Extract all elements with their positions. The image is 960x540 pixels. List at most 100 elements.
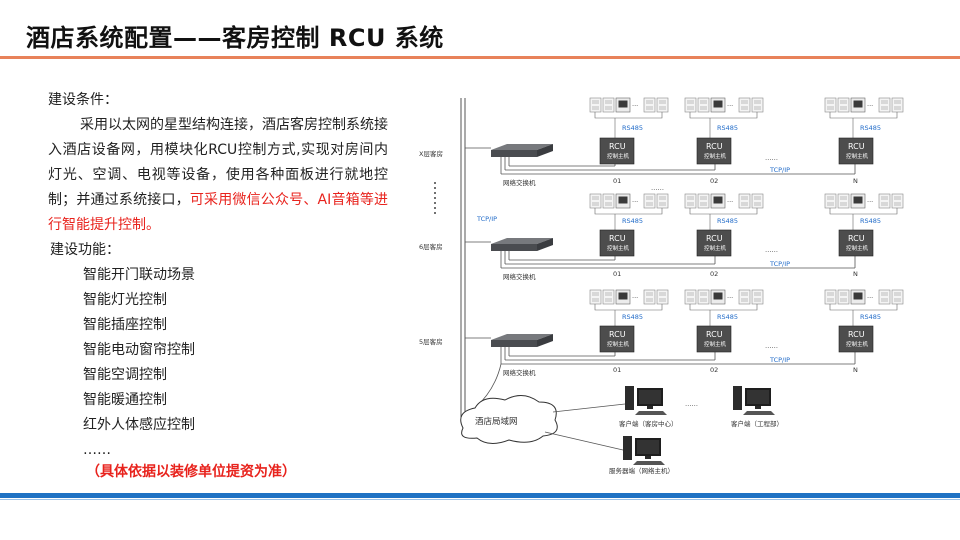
rs485-label: RS485 xyxy=(622,217,643,225)
network-switch-icon xyxy=(491,238,553,251)
node-label: 01 xyxy=(613,177,621,185)
client-pc-icon xyxy=(625,386,667,415)
dots-label: …… xyxy=(765,342,778,350)
function-item: 智能插座控制 xyxy=(83,317,167,333)
conditions-text: 采用以太网的星型结构连接，酒店客房控制系统接入酒店设备网，用模块化RCU控制方式… xyxy=(48,117,388,208)
rcu-title: RCU xyxy=(848,142,865,151)
node-label: N xyxy=(853,366,858,374)
rcu-title: RCU xyxy=(848,234,865,243)
switch-label: 网络交换机 xyxy=(503,178,536,187)
svg-text:···: ··· xyxy=(867,102,873,110)
client2-label: 客户端（工程部） xyxy=(731,419,783,428)
network-switch-icon xyxy=(491,144,553,157)
rs485-label: RS485 xyxy=(717,124,738,132)
rcu-sub: 控制主机 xyxy=(704,340,727,348)
functions-ellipsis: …… xyxy=(83,442,111,458)
client-pc-icon xyxy=(733,386,775,415)
rcu-sub: 控制主机 xyxy=(607,244,630,252)
rs485-label: RS485 xyxy=(622,313,643,321)
function-item: 红外人体感应控制 xyxy=(83,417,195,433)
node-label: N xyxy=(853,177,858,185)
switch-label: 网络交换机 xyxy=(503,368,536,377)
rcu-box xyxy=(696,229,732,257)
rcu-sub: 控制主机 xyxy=(704,244,727,252)
floor-label: 6层客房 xyxy=(419,242,443,251)
rcu-box xyxy=(696,137,732,165)
backbone-lines xyxy=(460,98,506,421)
rcu-title: RCU xyxy=(848,330,865,339)
function-item: 智能灯光控制 xyxy=(83,292,167,308)
server-label: 服务器端（网络主机） xyxy=(609,466,674,475)
backbone-dots xyxy=(434,182,436,214)
rs485-label: RS485 xyxy=(622,124,643,132)
node-label: 01 xyxy=(613,270,621,278)
rs485-label: RS485 xyxy=(717,217,738,225)
svg-text:···: ··· xyxy=(727,102,733,110)
switch-label: 网络交换机 xyxy=(503,272,536,281)
rcu-sub: 控制主机 xyxy=(607,152,630,160)
svg-text:···: ··· xyxy=(867,294,873,302)
conditions-highlight: 可采用微信公众号、AI音箱等进行智能提升控制。 xyxy=(48,192,389,233)
floor-label: 5层客房 xyxy=(419,337,443,346)
rcu-title: RCU xyxy=(609,142,626,151)
tcpip-label: TCP/IP xyxy=(769,260,790,268)
svg-text:···: ··· xyxy=(632,294,638,302)
rcu-title: RCU xyxy=(706,330,723,339)
floor-label: X层客房 xyxy=(419,149,443,158)
rcu-sub: 控制主机 xyxy=(704,152,727,160)
dots-label: …… xyxy=(765,154,778,162)
tcpip-label: TCP/IP xyxy=(476,215,497,223)
rs485-label: RS485 xyxy=(717,313,738,321)
conditions-heading: 建设条件： xyxy=(48,92,118,108)
page-title: 酒店系统配置——客房控制 RCU 系统 xyxy=(26,24,444,52)
function-item: 智能电动窗帘控制 xyxy=(83,342,195,358)
client1-label: 客户端（客房中心） xyxy=(619,419,678,428)
node-label: N xyxy=(853,270,858,278)
svg-text:···: ··· xyxy=(632,198,638,206)
rcu-box xyxy=(599,137,635,165)
title-divider xyxy=(0,56,960,59)
function-item: 智能空调控制 xyxy=(83,367,167,383)
rcu-sub: 控制主机 xyxy=(846,340,869,348)
lan-label: 酒店局域网 xyxy=(475,416,518,427)
dots-label: …… xyxy=(651,184,664,192)
rcu-title: RCU xyxy=(706,142,723,151)
lan-group: 酒店局域网 客户端（客房中心） …… 客户端（工程部） 服务器端（网络主机） xyxy=(460,386,783,475)
rcu-box xyxy=(838,229,874,257)
floor-x-group: X层客房 网络交换机 TCP/IP ··· RS485 RCU 控制主机 01 … xyxy=(419,97,904,192)
svg-text:···: ··· xyxy=(632,102,638,110)
left-text-panel: 建设条件： 采用以太网的星型结构连接，酒店客房控制系统接入酒店设备网，用模块化R… xyxy=(48,88,388,485)
svg-text:···: ··· xyxy=(727,294,733,302)
rcu-sub: 控制主机 xyxy=(846,152,869,160)
floor-6-group: 6层客房 网络交换机 TCP/IP ··· RS485 RCU 控制主机 01 … xyxy=(419,193,904,281)
functions-heading: 建设功能： xyxy=(50,242,120,258)
functions-list: 智能开门联动场景 智能灯光控制 智能插座控制 智能电动窗帘控制 智能空调控制 智… xyxy=(48,263,388,438)
rs485-label: RS485 xyxy=(860,313,881,321)
node-label: 02 xyxy=(710,366,718,374)
rcu-title: RCU xyxy=(706,234,723,243)
dots-label: …… xyxy=(685,400,698,408)
node-label: 02 xyxy=(710,270,718,278)
network-switch-icon xyxy=(491,334,553,347)
dots-label: …… xyxy=(765,246,778,254)
rcu-box xyxy=(838,137,874,165)
svg-text:···: ··· xyxy=(727,198,733,206)
tcpip-label: TCP/IP xyxy=(769,356,790,364)
conditions-paragraph: 采用以太网的星型结构连接，酒店客房控制系统接入酒店设备网，用模块化RCU控制方式… xyxy=(48,113,388,238)
rcu-sub: 控制主机 xyxy=(846,244,869,252)
rcu-sub: 控制主机 xyxy=(607,340,630,348)
server-pc-icon xyxy=(623,436,665,465)
floor-5-group: 5层客房 网络交换机 TCP/IP ··· RS485 RCU 控制主机 01 … xyxy=(419,289,904,409)
rs485-label: RS485 xyxy=(860,124,881,132)
lan-cloud-icon xyxy=(460,395,558,444)
rcu-network-diagram: TCP/IP X层客房 网络交换机 TCP/IP ··· RS485 RCU 控… xyxy=(419,97,904,475)
rcu-title: RCU xyxy=(609,234,626,243)
svg-text:···: ··· xyxy=(867,198,873,206)
footer-bar xyxy=(0,493,960,498)
rcu-box xyxy=(696,325,732,353)
function-item: 智能暖通控制 xyxy=(83,392,167,408)
tcpip-label: TCP/IP xyxy=(769,166,790,174)
node-label: 02 xyxy=(710,177,718,185)
function-item: 智能开门联动场景 xyxy=(83,267,195,283)
rcu-box xyxy=(599,325,635,353)
